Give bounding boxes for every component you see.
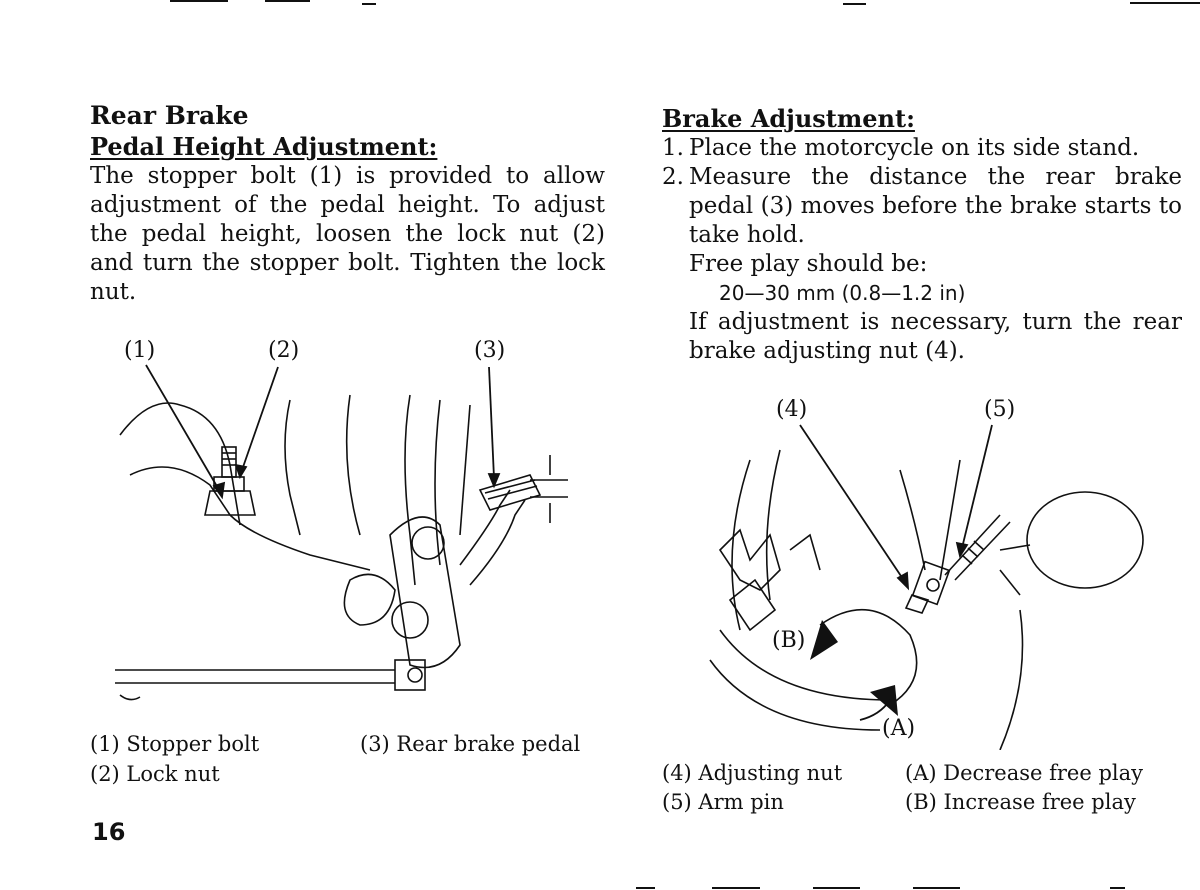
legend-decrease-free-play: (A) Decrease free play: [905, 761, 1144, 785]
callout-1: (1): [124, 338, 156, 363]
pedal-height-paragraph: The stopper bolt (1) is provided to allo…: [90, 163, 605, 305]
free-play-value: 20—30 mm (0.8—1.2 in): [719, 281, 966, 305]
callout-b: (B): [772, 628, 806, 653]
callout-a: (A): [882, 716, 916, 741]
left-column: Rear Brake Pedal Height Adjustment: The …: [90, 100, 605, 307]
right-column: Brake Adjustment: 1.Place the motorcycle…: [662, 104, 1182, 366]
callout-4: (4): [776, 397, 808, 422]
step-1: 1.Place the motorcycle on its side stand…: [662, 135, 1140, 161]
brake-adjustment-subtitle: Brake Adjustment:: [662, 104, 915, 133]
legend-stopper-bolt: (1) Stopper bolt: [90, 732, 260, 756]
adjustment-steps: 1.Place the motorcycle on its side stand…: [662, 134, 1182, 366]
pedal-height-figure: [110, 385, 580, 715]
section-title: Rear Brake: [90, 101, 249, 130]
legend-lock-nut: (2) Lock nut: [90, 762, 220, 786]
legend-increase-free-play: (B) Increase free play: [905, 790, 1136, 814]
brake-adjustment-figure: [700, 430, 1160, 750]
callout-3: (3): [474, 338, 506, 363]
legend-adjusting-nut: (4) Adjusting nut: [662, 761, 843, 785]
pedal-height-subtitle: Pedal Height Adjustment:: [90, 132, 438, 161]
step-2: 2.Measure the distance the rear brake pe…: [662, 164, 1182, 364]
page-number: 16: [92, 818, 126, 846]
legend-arm-pin: (5) Arm pin: [662, 790, 784, 814]
legend-rear-brake-pedal: (3) Rear brake pedal: [360, 732, 581, 756]
callout-2: (2): [268, 338, 300, 363]
free-play-label: Free play should be:: [689, 251, 928, 277]
callout-5: (5): [984, 397, 1016, 422]
adjustment-note: If adjustment is necessary, turn the rea…: [689, 309, 1182, 364]
